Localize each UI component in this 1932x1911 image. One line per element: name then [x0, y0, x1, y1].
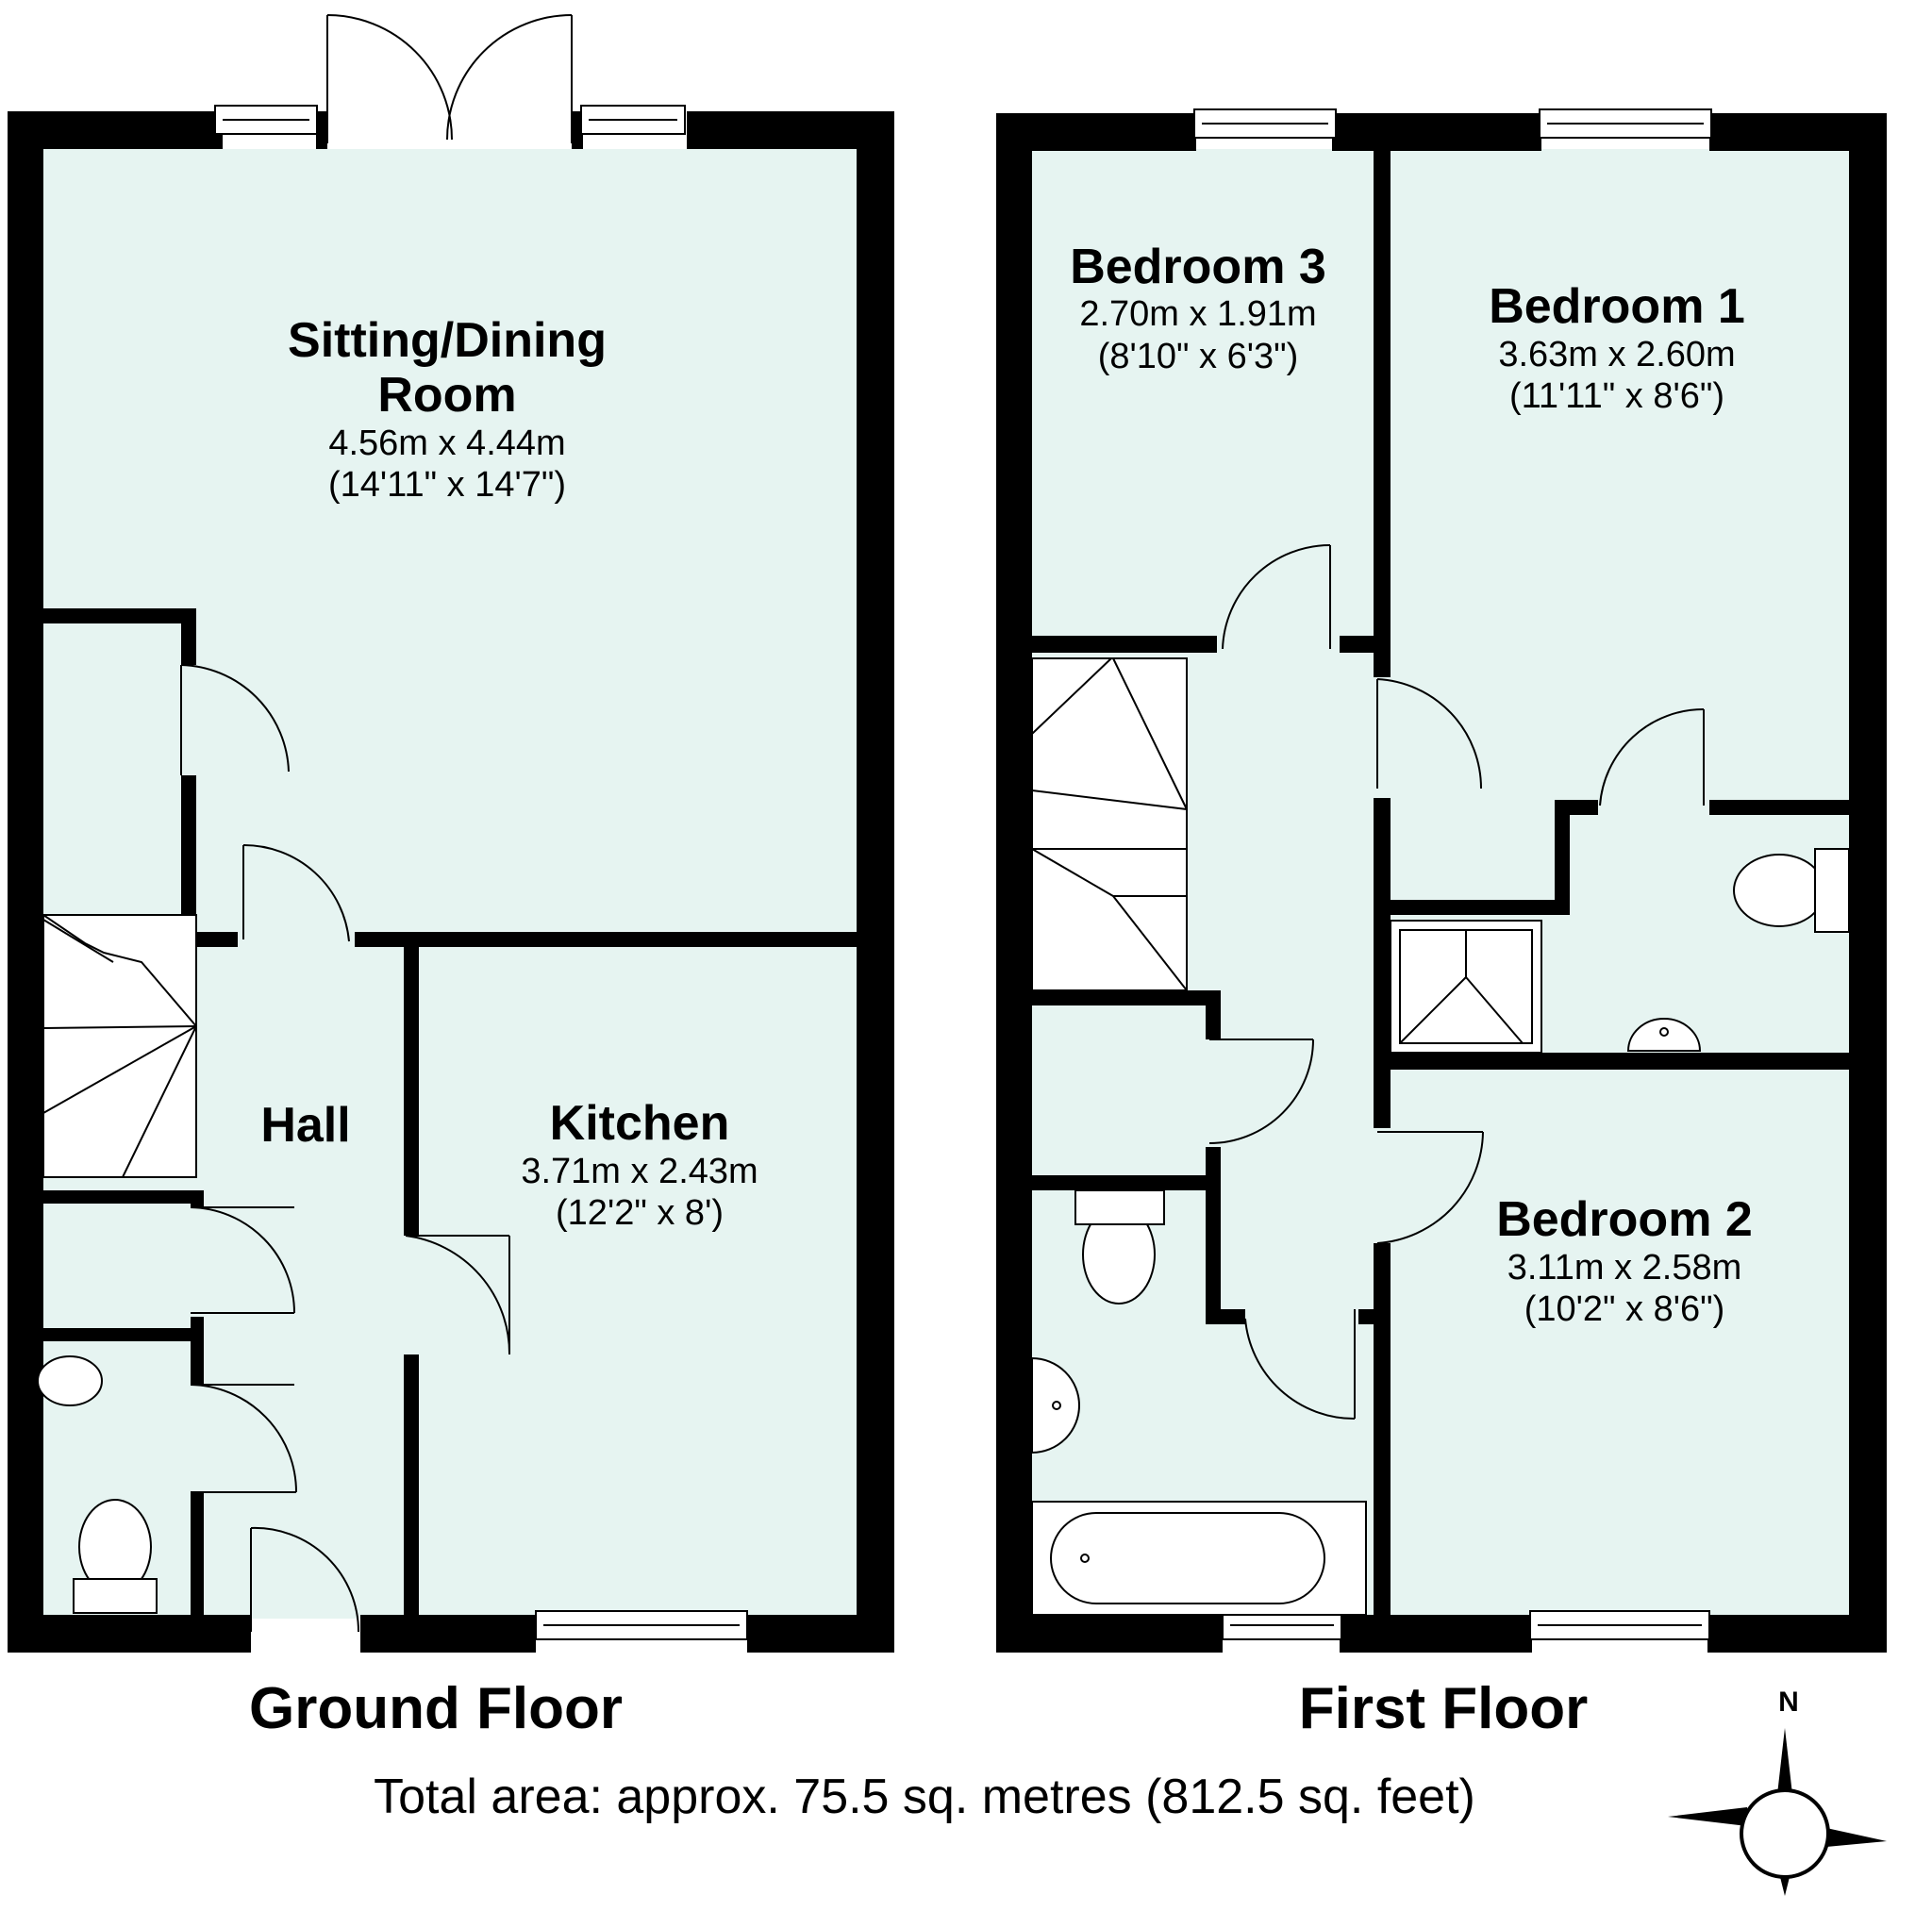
bedroom3-title: Bedroom 3	[1070, 240, 1326, 294]
kitchen-dims-m: 3.71m x 2.43m	[521, 1152, 758, 1191]
kitchen-dims-ft: (12'2" x 8')	[556, 1193, 724, 1233]
cupboard-door	[190, 1206, 295, 1314]
front-door	[250, 1526, 359, 1633]
sitting-dining-dims-m: 4.56m x 4.44m	[328, 424, 565, 463]
ensuite-toilet	[1733, 848, 1850, 933]
bedroom2-dims-m: 3.11m x 2.58m	[1507, 1248, 1742, 1288]
ensuite-basin	[1626, 1018, 1702, 1052]
ground-wall-bottom-right	[747, 1615, 894, 1653]
store-wall-right-lower	[181, 775, 196, 936]
shower-tray	[1390, 920, 1542, 1054]
first-wall-bottom-mid	[1340, 1615, 1532, 1653]
bathroom-wall-right-stub	[1358, 1309, 1377, 1324]
hall-wall-top-right	[355, 932, 864, 947]
store-wall-right-upper	[181, 608, 196, 665]
bedroom1-wall-mid	[1374, 798, 1391, 1128]
sitting-dining-title-2: Room	[377, 368, 516, 423]
ground-wall-bottom-mid	[360, 1615, 536, 1653]
ground-toilet	[73, 1499, 158, 1614]
kitchen-wall-upper	[404, 932, 419, 1236]
first-stairs	[1031, 657, 1188, 991]
wc-wall-side-lower	[191, 1492, 204, 1619]
bathroom-wall-corner	[1206, 1309, 1245, 1324]
bathroom-wall-side2	[1206, 1175, 1221, 1324]
bedroom1-title: Bedroom 1	[1489, 279, 1745, 334]
ground-floor-label: Ground Floor	[249, 1676, 623, 1741]
ground-floor-area	[43, 149, 862, 1619]
bedroom2-wall-lower	[1374, 1243, 1391, 1619]
store-door	[180, 664, 290, 775]
cupboard-door-first	[1208, 1039, 1314, 1144]
kitchen-title: Kitchen	[550, 1096, 730, 1151]
sitting-dining-title-1: Sitting/Dining	[288, 313, 607, 368]
ground-floor-plan: Sitting/Dining Room 4.56m x 4.44m (14'11…	[8, 14, 894, 1653]
wc-door	[190, 1384, 297, 1493]
compass-north-icon: N	[1668, 1687, 1887, 1896]
compass-north-label: N	[1778, 1687, 1799, 1718]
cupboard-wall-top	[1032, 990, 1221, 1005]
first-wall-bottom-left	[996, 1615, 1223, 1653]
ensuite-wall-top-right	[1709, 800, 1851, 815]
first-wall-right	[1849, 113, 1887, 1653]
bedroom1-wall-upper	[1374, 149, 1391, 677]
ground-wall-top-mid	[316, 111, 327, 149]
kitchen-door	[405, 1235, 511, 1355]
first-floor-plan: Bedroom 3 2.70m x 1.91m (8'10" x 6'3") B…	[996, 108, 1887, 1653]
ensuite-door	[1599, 707, 1705, 806]
hall-to-sitting-door	[242, 843, 350, 942]
ground-stairs	[42, 913, 197, 1178]
french-doors	[326, 14, 573, 143]
bedroom3-dims-m: 2.70m x 1.91m	[1079, 294, 1316, 334]
bedroom1-dims-ft: (11'11" x 8'6")	[1509, 376, 1724, 416]
bedroom2-door	[1376, 1131, 1484, 1244]
ground-wall-right	[857, 111, 894, 1653]
first-floor-label: First Floor	[1299, 1676, 1589, 1741]
first-wall-bottom-right	[1707, 1615, 1887, 1653]
sitting-dining-dims-ft: (14'11" x 14'7")	[328, 465, 566, 505]
bedroom3-wall-bottom-right	[1340, 636, 1391, 653]
first-wall-left	[996, 113, 1032, 1653]
bathroom-basin	[1031, 1356, 1080, 1454]
bathroom-door	[1244, 1309, 1356, 1421]
bedroom3-door	[1222, 544, 1331, 650]
ground-basin	[37, 1355, 103, 1406]
first-wall-top-mid	[1332, 113, 1541, 151]
bedroom1-door	[1376, 678, 1483, 789]
kitchen-wall-lower	[404, 1354, 419, 1619]
bedroom3-wall-bottom-left	[1032, 636, 1217, 653]
cupboard-wall-side	[191, 1190, 204, 1207]
wc-wall-top	[43, 1328, 204, 1341]
bath-tub	[1031, 1501, 1367, 1616]
bedroom2-title: Bedroom 2	[1496, 1192, 1753, 1247]
bedroom3-dims-ft: (8'10" x 6'3")	[1098, 337, 1299, 376]
ground-wall-left	[8, 111, 43, 1653]
bedroom2-dims-ft: (10'2" x 8'6")	[1524, 1289, 1725, 1329]
ensuite-wall-top-left	[1391, 900, 1570, 915]
ensuite-wall-bottom	[1391, 1053, 1851, 1070]
ensuite-wall-top-mid	[1555, 800, 1598, 815]
store-wall-top	[43, 608, 196, 623]
ground-wall-bottom-left	[8, 1615, 251, 1653]
bathroom-wall-top	[1032, 1175, 1221, 1190]
hall-title: Hall	[260, 1098, 350, 1153]
wc-wall-side-upper	[191, 1317, 204, 1385]
bedroom1-dims-m: 3.63m x 2.60m	[1498, 335, 1735, 374]
total-area-text: Total area: approx. 75.5 sq. metres (812…	[374, 1770, 1475, 1824]
bathroom-toilet	[1074, 1189, 1165, 1304]
ensuite-wall-step	[1555, 800, 1570, 915]
cupboard-wall-side	[1206, 990, 1221, 1039]
cupboard-wall	[43, 1190, 204, 1204]
